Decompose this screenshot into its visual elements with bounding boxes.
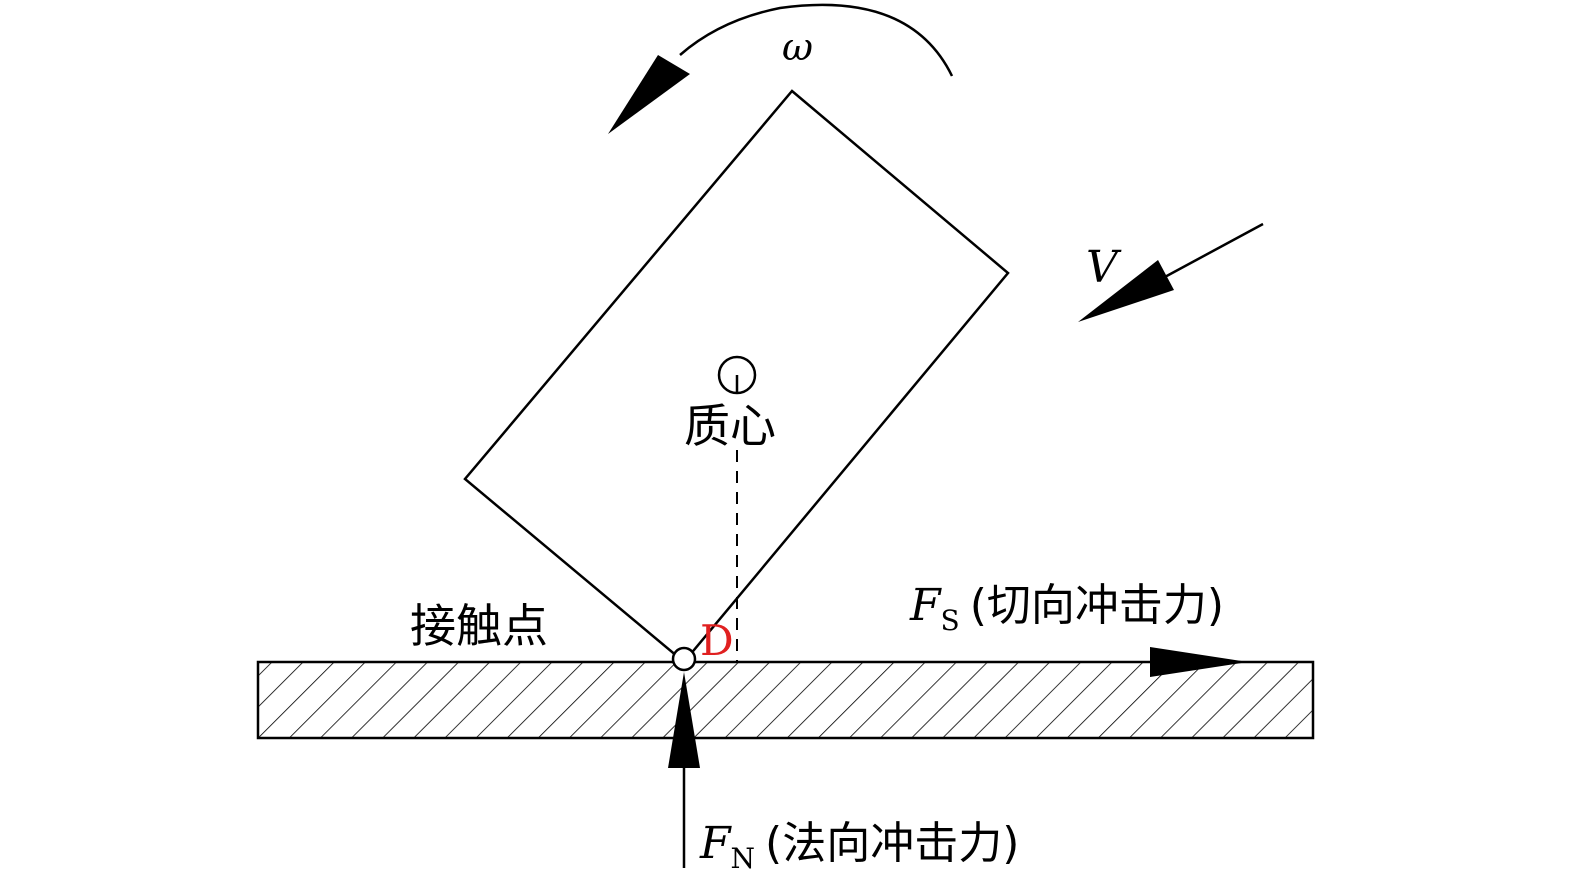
fn-subscript: N — [731, 842, 756, 875]
normal-force-label: FN (法向冲击力) — [699, 818, 1019, 875]
contact-point-marker — [671, 646, 697, 672]
normal-force-arrow-icon — [668, 672, 700, 868]
velocity-label: V — [1086, 242, 1122, 293]
fn-symbol: F — [699, 818, 732, 869]
point-d-label: D — [700, 616, 734, 665]
contact-point-label: 接触点 — [410, 599, 548, 653]
fs-symbol: F — [909, 580, 942, 631]
center-of-mass-label: 质心 — [684, 399, 776, 453]
velocity-arrow-icon — [1078, 222, 1264, 322]
tangential-force-label: FS (切向冲击力) — [909, 580, 1224, 637]
fn-description: (法向冲击力) — [765, 818, 1019, 869]
rotation-arrow-icon — [608, 3, 954, 134]
tangential-force-arrow-icon — [1150, 647, 1248, 677]
ground-slab — [256, 660, 1315, 740]
fs-description: (切向冲击力) — [970, 580, 1224, 631]
fs-subscript: S — [941, 604, 960, 637]
omega-label: ω — [782, 25, 813, 69]
